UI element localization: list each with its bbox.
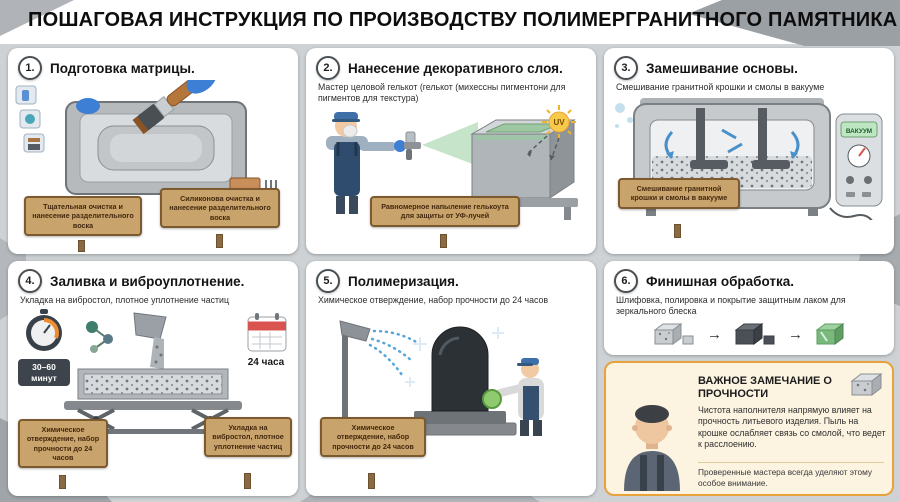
timer-icon bbox=[26, 309, 62, 351]
step-2-header: 2. Нанесение декоративного слоя. bbox=[316, 56, 563, 80]
worker-sprayer bbox=[326, 112, 406, 214]
sign-text: Тщательная очистка и нанесение разделите… bbox=[32, 202, 134, 230]
molecule-icon bbox=[86, 321, 113, 353]
step-3-header: 3. Замешивание основы. bbox=[614, 56, 798, 80]
wooden-sign: Смешивание гранитной крошки и смолы в ва… bbox=[618, 178, 740, 209]
sign-text: Равномерное напыление гелькоута для защи… bbox=[381, 202, 509, 221]
sign-post bbox=[216, 234, 223, 248]
master-avatar bbox=[624, 405, 680, 491]
wooden-sign: Тщательная очистка и нанесение разделите… bbox=[24, 196, 142, 237]
step-subtitle: Шлифовка, полировка и покрытие защитным … bbox=[616, 295, 846, 316]
step-card-4: 4. Заливка и виброуплотнение. Укладка на… bbox=[8, 261, 298, 496]
sign-post bbox=[368, 473, 375, 489]
step-number-badge: 5. bbox=[316, 269, 340, 293]
step-number-badge: 4. bbox=[18, 269, 42, 293]
wooden-sign: Равномерное напыление гелькоута для защи… bbox=[370, 196, 520, 227]
step-title: Замешивание основы. bbox=[646, 60, 798, 76]
mold-preparation-illustration bbox=[15, 80, 277, 195]
calendar-icon bbox=[247, 313, 287, 352]
step-subtitle: Химическое отверждение, набор прочности … bbox=[318, 295, 549, 305]
supplies-icons bbox=[15, 85, 45, 153]
step-1-header: 1. Подготовка матрицы. bbox=[18, 56, 195, 80]
control-panel: ВАКУУМ bbox=[835, 113, 883, 207]
uv-sun-icon: UV bbox=[526, 105, 576, 161]
strength-note-box: ВАЖНОЕ ЗАМЕЧАНИЕ О ПРОЧНОСТИ Чистота нап… bbox=[604, 361, 894, 496]
cleaning-tools bbox=[229, 177, 277, 192]
note-body: Чистота наполнителя напрямую влияет на п… bbox=[698, 405, 886, 450]
pouring-bucket bbox=[133, 312, 167, 369]
step-number-badge: 3. bbox=[614, 56, 638, 80]
step-subtitle: Укладка на вибростол, плотное уплотнение… bbox=[20, 295, 229, 305]
step-number-badge: 6. bbox=[614, 269, 638, 293]
step-subtitle: Мастер целовой гелькот (гелькот (михессн… bbox=[318, 82, 566, 103]
sign-post bbox=[674, 224, 681, 238]
polished-cube-icon bbox=[815, 323, 845, 345]
green-mist bbox=[422, 122, 478, 166]
sign-text: Укладка на вибростол, плотное уплотнение… bbox=[212, 423, 284, 451]
vacuum-display-label: ВАКУУМ bbox=[846, 128, 872, 135]
step-title: Подготовка матрицы. bbox=[50, 60, 195, 76]
step-title: Нанесение декоративного слоя. bbox=[348, 60, 563, 76]
step-title: Полимеризация. bbox=[348, 273, 459, 289]
wooden-sign: Химическое отверждение, набор прочности … bbox=[18, 419, 108, 469]
sign-text: Смешивание гранитной крошки и смолы в ва… bbox=[630, 184, 728, 203]
sign-post bbox=[244, 473, 251, 489]
step-5-header: 5. Полимеризация. bbox=[316, 269, 459, 293]
finishing-stages-icon-row: → → bbox=[618, 321, 880, 347]
sparkles bbox=[405, 327, 504, 387]
mold-matrix bbox=[65, 101, 247, 195]
step-6-header: 6. Финишная обработка. bbox=[614, 269, 794, 293]
wooden-sign: Химическое отверждение, набор прочности … bbox=[320, 417, 426, 458]
sign-post bbox=[78, 240, 85, 252]
step-number-badge: 1. bbox=[18, 56, 42, 80]
uv-label: UV bbox=[553, 118, 565, 127]
glove-left bbox=[76, 98, 100, 114]
step-number-badge: 2. bbox=[316, 56, 340, 80]
air-bubbles bbox=[615, 103, 633, 128]
step-subtitle: Смешивание гранитной крошки и смолы в ва… bbox=[616, 82, 825, 92]
arrow-icon: → bbox=[707, 325, 722, 343]
step-title: Финишная обработка. bbox=[646, 273, 795, 289]
granite-chip-icon bbox=[850, 372, 883, 397]
note-title: ВАЖНОЕ ЗАМЕЧАНИЕ О ПРОЧНОСТИ bbox=[698, 375, 832, 401]
step-card-1: 1. Подготовка матрицы. bbox=[8, 48, 298, 254]
wooden-sign: Силиконова очистка и нанесение разделите… bbox=[160, 188, 280, 229]
note-divider bbox=[698, 462, 884, 463]
wooden-sign: Укладка на вибростол, плотное уплотнение… bbox=[204, 417, 292, 458]
polisher-worker bbox=[482, 358, 544, 436]
page-title: ПОШАГОВАЯ ИНСТРУКЦИЯ ПО ПРОИЗВОДСТВУ ПОЛ… bbox=[28, 9, 898, 31]
sign-post bbox=[440, 234, 447, 248]
sign-text: Химическое отверждение, набор прочности … bbox=[332, 423, 414, 451]
step-title: Заливка и виброуплотнение. bbox=[50, 273, 245, 289]
sign-text: Химическое отверждение, набор прочности … bbox=[26, 425, 100, 463]
calendar-duration-label: 24 часа bbox=[247, 357, 285, 368]
step-card-5: 5. Полимеризация. Химическое отверждение… bbox=[306, 261, 596, 496]
step-4-header: 4. Заливка и виброуплотнение. bbox=[18, 269, 244, 293]
hand-brush bbox=[132, 80, 219, 135]
monument bbox=[403, 326, 517, 436]
step-card-2: 2. Нанесение декоративного слоя. Мастер … bbox=[306, 48, 596, 254]
spray-gun bbox=[404, 131, 421, 160]
sprayer-stand bbox=[332, 320, 420, 431]
step-card-3: 3. Замешивание основы. Смешивание гранит… bbox=[604, 48, 894, 254]
step-card-6: 6. Финишная обработка. Шлифовка, полиров… bbox=[604, 261, 894, 355]
rough-granite-cube-icon bbox=[653, 323, 694, 345]
sign-post bbox=[59, 475, 66, 489]
timer-duration-badge: 30–60 минут bbox=[18, 359, 70, 387]
sign-text: Силиконова очистка и нанесение разделите… bbox=[169, 194, 271, 222]
arrow-icon: → bbox=[788, 325, 803, 343]
note-footer: Проверенные мастера всегда уделяют этому… bbox=[698, 467, 873, 488]
ground-granite-cube-icon bbox=[734, 323, 775, 345]
